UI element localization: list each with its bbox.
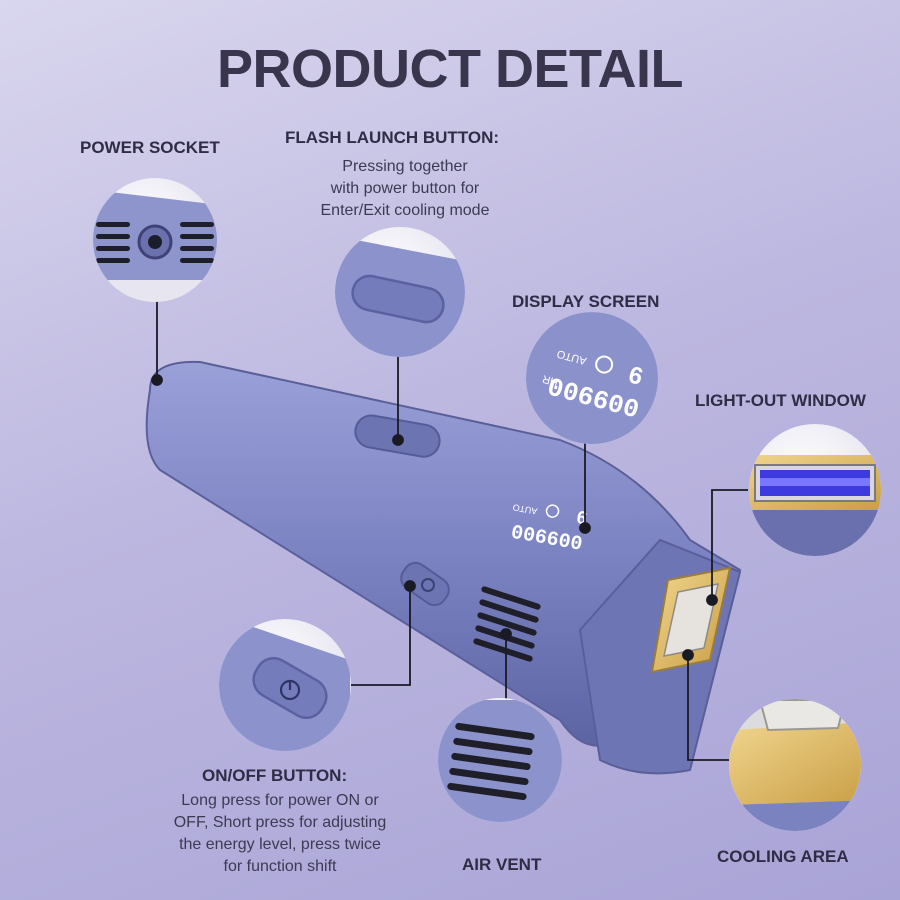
display-screen-label: DISPLAY SCREEN (512, 292, 660, 311)
light-out-window-label: LIGHT-OUT WINDOW (695, 391, 866, 410)
leader-lines (151, 298, 748, 761)
on-off-button-detail (219, 619, 351, 751)
cooling-area-detail (729, 699, 861, 831)
flash-launch-line: with power button for (330, 180, 480, 197)
device-body: 009900 9 AUTO (145, 360, 742, 775)
flash-button-detail (335, 227, 465, 357)
air-vent-label: AIR VENT (462, 855, 542, 874)
on-off-line: Long press for power ON or (181, 792, 379, 809)
on-off-line: OFF, Short press for adjusting (173, 814, 387, 831)
on-off-line: the energy level, press twice (179, 836, 381, 853)
snowflake-icon (595, 355, 614, 374)
flash-launch-line: Pressing together (342, 158, 468, 175)
on-off-description: Long press for power ON or OFF, Short pr… (140, 790, 420, 878)
power-socket-label: POWER SOCKET (80, 138, 220, 157)
air-vent-detail (438, 698, 562, 822)
snowflake-icon (545, 504, 560, 518)
flash-launch-description: Pressing together with power button for … (300, 156, 510, 222)
zoom-display-hr: HR (541, 372, 560, 388)
flash-launch-label: FLASH LAUNCH BUTTON: (285, 128, 500, 147)
light-out-window-detail (749, 424, 881, 556)
device-display-auto: AUTO (512, 502, 538, 516)
page-title: PRODUCT DETAIL (217, 39, 683, 99)
on-off-button-label: ON/OFF BUTTON: (202, 766, 348, 785)
display-screen-detail: 009900 9 AUTO HR (526, 312, 658, 444)
on-off-line: for function shift (223, 858, 337, 875)
power-socket-detail (93, 178, 217, 302)
cooling-area-label: COOLING AREA (717, 847, 849, 866)
flash-launch-line: Enter/Exit cooling mode (320, 202, 490, 219)
